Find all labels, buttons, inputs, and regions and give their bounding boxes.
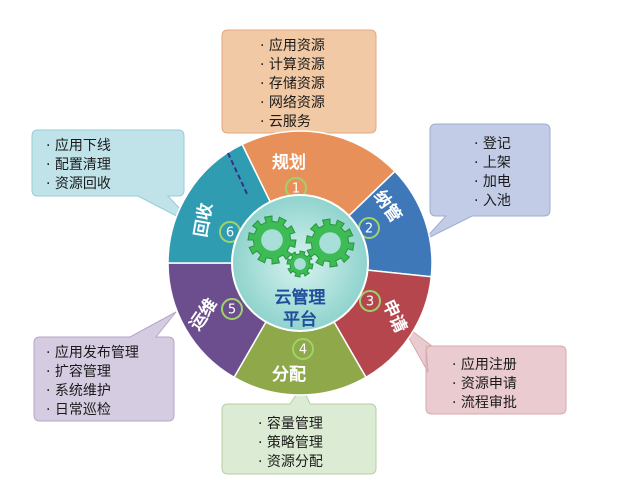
segment-allocate-number-badge [292,338,314,360]
callout-reclaim-item: · 资源回收 [46,176,111,192]
callout-onboard-box [423,123,551,241]
gears-icon [247,215,355,278]
callout-operate-item: · 扩容管理 [46,363,111,380]
segment-plan-label: 规划 [272,152,306,173]
callout-group: · 应用资源 · 计算资源 · 存储资源 · 网络资源 · 云服务 · 登记 ·… [31,29,567,475]
segment-apply-number: 3 [366,295,374,310]
callout-plan-item: · 计算资源 [260,57,325,73]
callout-reclaim-item: · 应用下线 [46,137,111,154]
callout-onboard-item: · 入池 [474,193,511,209]
callout-operate-item: · 日常巡检 [46,402,111,418]
segment-operate-number: 5 [228,303,236,318]
segment-apply-number-badge [359,290,381,312]
callout-operate-box [33,311,177,422]
callout-operate-item: · 应用发布管理 [46,344,139,361]
callout-plan-item: · 网络资源 [260,95,325,111]
segment-allocate-label: 分配 [272,365,306,385]
callout-allocate-item: · 容量管理 [258,415,323,432]
center-title-line1: 云管理 [275,287,326,308]
segment-allocate-number: 4 [299,343,307,358]
callout-apply-item: · 应用注册 [452,356,517,373]
center-title-line2: 平台 [283,309,317,330]
segment-reclaim-number: 6 [226,226,234,241]
callout-reclaim-item: · 配置清理 [46,157,111,173]
callout-plan-item: · 云服务 [260,114,311,130]
gear-small-icon [286,250,314,278]
callout-allocate-box [221,384,377,475]
callout-onboard-item: · 加电 [474,174,511,190]
gear-right-icon [305,218,355,268]
callout-onboard-item: · 上架 [474,155,511,171]
gear-left-icon [247,215,297,265]
segment-plan-number: 1 [292,182,300,197]
callout-apply-box [399,321,567,415]
callout-operate-item: · 系统维护 [46,383,111,399]
callout-plan-item: · 存储资源 [260,76,325,92]
segment-operate-number-badge [221,298,243,320]
callout-apply-item: · 资源申请 [452,376,517,392]
callout-allocate-item: · 资源分配 [258,454,323,470]
callout-apply-item: · 流程审批 [452,395,517,411]
callout-plan-item: · 应用资源 [260,37,325,54]
callout-allocate-item: · 策略管理 [258,434,323,451]
segment-onboard-number: 2 [365,222,373,237]
callout-onboard-item: · 登记 [474,136,511,152]
